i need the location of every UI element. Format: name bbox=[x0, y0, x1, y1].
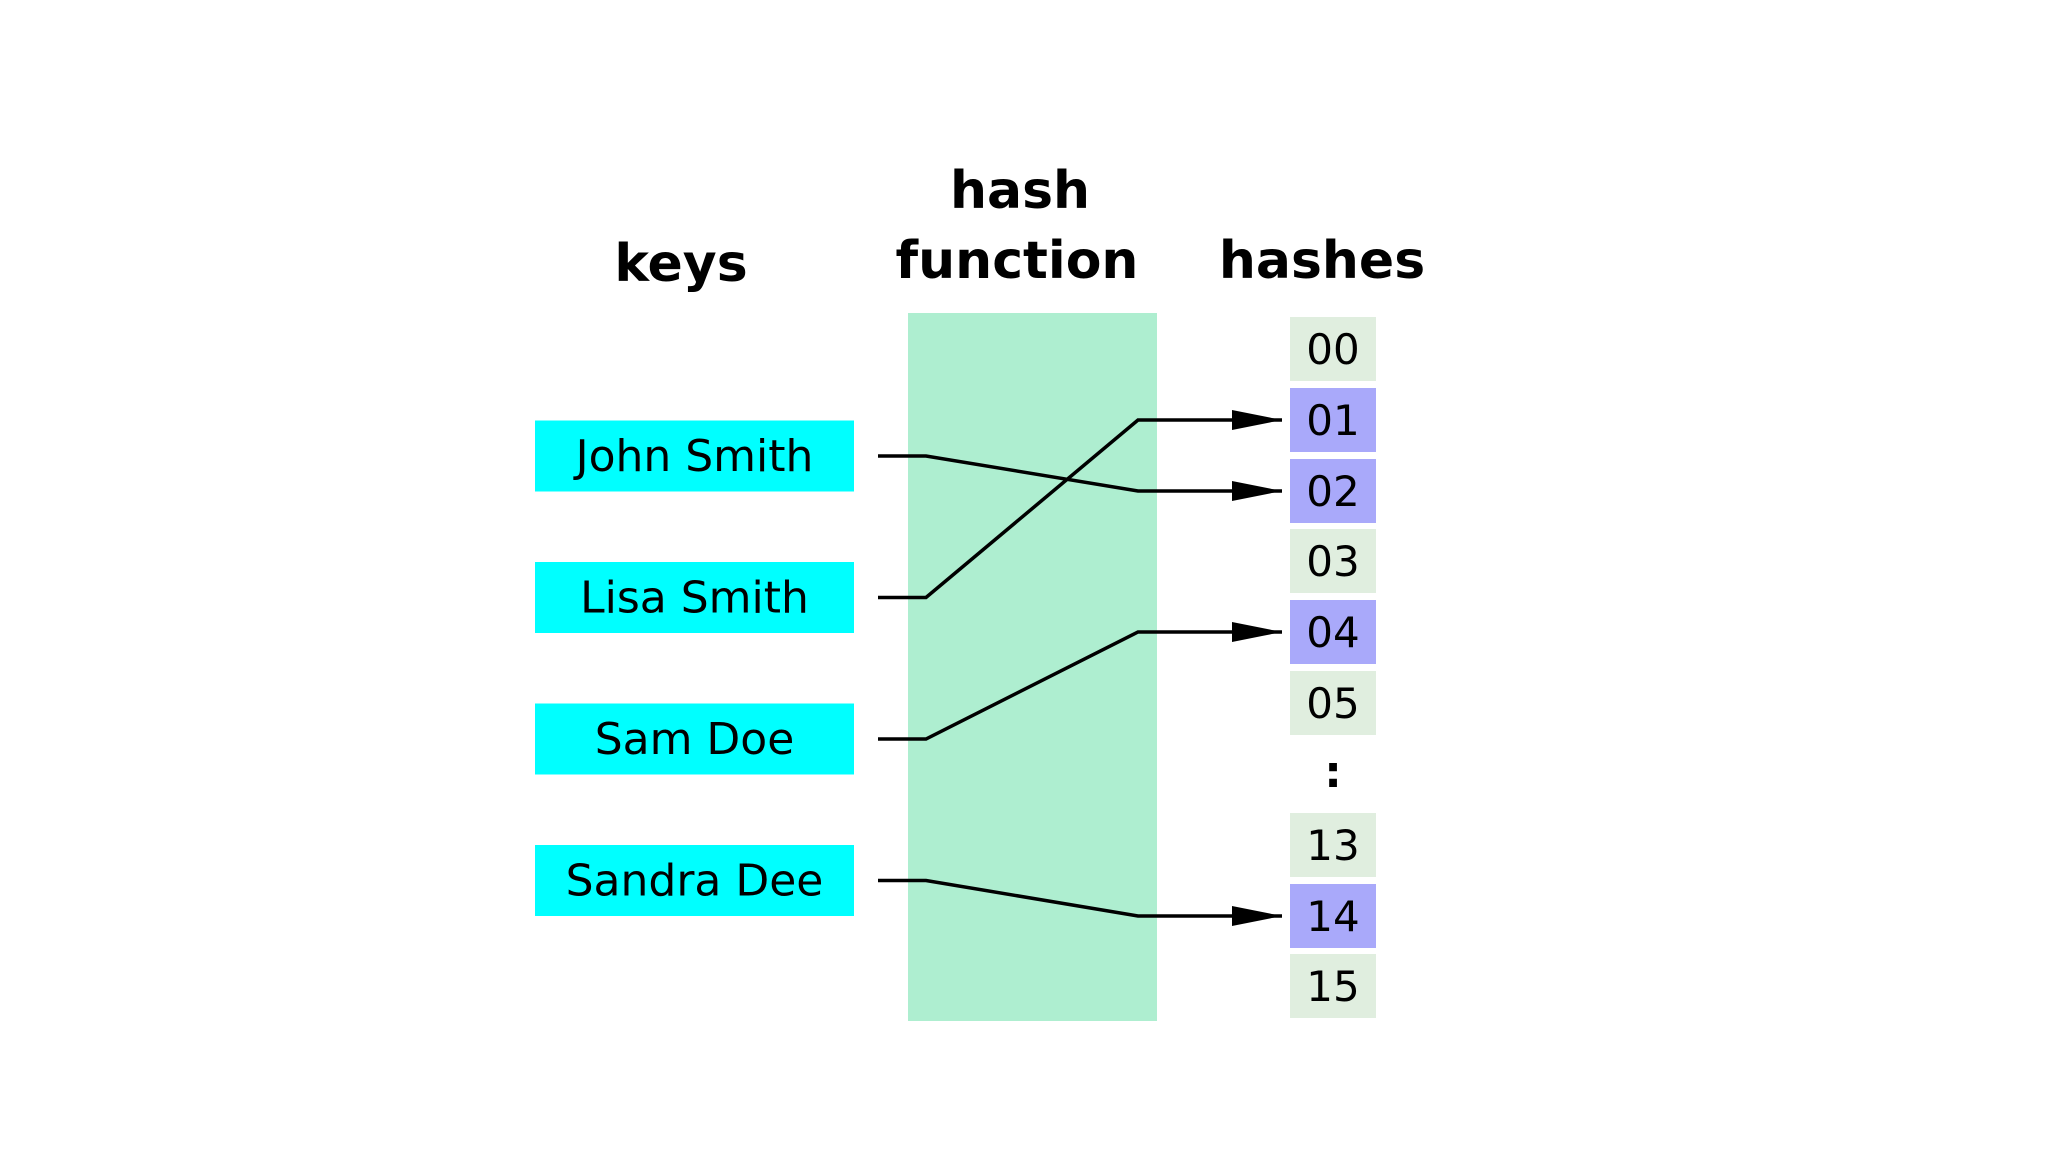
hash-label: 01 bbox=[1306, 396, 1359, 445]
hash-function-band bbox=[908, 313, 1157, 1021]
hash-cell-14: 14 bbox=[1290, 884, 1376, 948]
hash-label: 02 bbox=[1306, 467, 1359, 516]
hash-cell-00: 00 bbox=[1290, 317, 1376, 381]
arrow-john-smith-to-02 bbox=[878, 454, 1282, 501]
key-label: John Smith bbox=[573, 431, 814, 482]
hash-cell-03: 03 bbox=[1290, 529, 1376, 593]
hash-ellipsis: : bbox=[1324, 747, 1342, 798]
hash-list: 00 01 02 03 04 05 13 14 15: bbox=[1290, 317, 1376, 1018]
hash-function-heading-line1: hash bbox=[950, 161, 1090, 221]
hash-label: 04 bbox=[1306, 608, 1359, 657]
arrow-lisa-smith-to-01 bbox=[878, 410, 1282, 600]
hash-label: 15 bbox=[1306, 962, 1359, 1011]
keys-heading: keys bbox=[614, 234, 747, 294]
key-label: Sandra Dee bbox=[566, 856, 824, 907]
arrow-sam-doe-to-04 bbox=[878, 622, 1282, 741]
hash-cell-01: 01 bbox=[1290, 388, 1376, 452]
hash-cell-15: 15 bbox=[1290, 954, 1376, 1018]
key-box-sandra-dee: Sandra Dee bbox=[535, 845, 854, 916]
key-box-sam-doe: Sam Doe bbox=[535, 703, 854, 775]
hash-cell-13: 13 bbox=[1290, 813, 1376, 877]
hash-cell-05: 05 bbox=[1290, 671, 1376, 735]
connector-lines bbox=[878, 410, 1282, 926]
hash-cell-02: 02 bbox=[1290, 459, 1376, 523]
hash-function-heading-line2: function bbox=[896, 231, 1139, 291]
hash-label: 00 bbox=[1306, 325, 1359, 374]
hash-label: 13 bbox=[1306, 821, 1359, 870]
hash-label: 03 bbox=[1306, 537, 1359, 586]
hashes-heading: hashes bbox=[1219, 231, 1425, 291]
hash-label: 14 bbox=[1306, 892, 1359, 941]
arrow-sandra-dee-to-14 bbox=[878, 878, 1282, 926]
key-box-john-smith: John Smith bbox=[535, 420, 854, 492]
key-box-lisa-smith: Lisa Smith bbox=[535, 562, 854, 633]
key-label: Lisa Smith bbox=[580, 573, 809, 624]
hash-label: 05 bbox=[1306, 679, 1359, 728]
key-label: Sam Doe bbox=[595, 714, 795, 765]
hash-cell-04: 04 bbox=[1290, 600, 1376, 664]
